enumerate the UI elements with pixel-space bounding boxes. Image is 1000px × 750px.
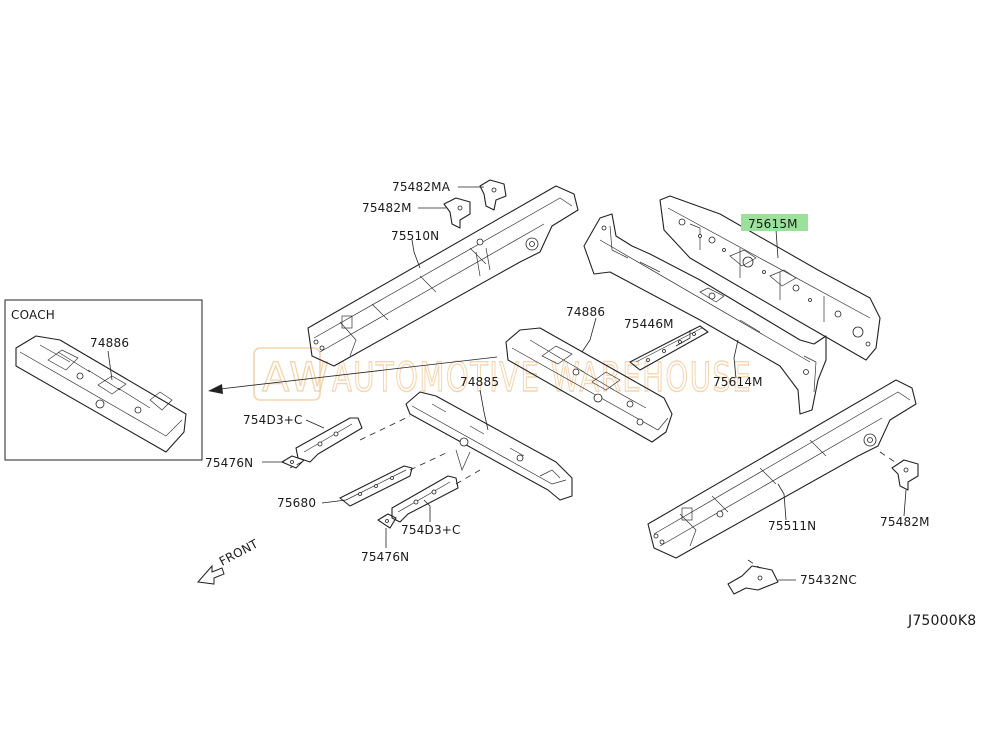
crossmember-75614M: [583, 213, 827, 415]
leader-lines: [262, 186, 907, 581]
label-74885: 74885: [460, 375, 499, 389]
label-75432NC: 75432NC: [800, 573, 857, 587]
label-74886: 74886: [566, 305, 605, 319]
watermark-text: AUTOMOTIVE WAREHOUSE: [332, 355, 752, 401]
bracket-75482M-right: [891, 459, 919, 491]
coach-inset: COACH 74886: [4, 299, 203, 461]
watermark: AW AUTOMOTIVE WAREHOUSE: [253, 347, 752, 402]
bracket-75482MA: [479, 179, 507, 211]
label-75476N-bottom: 75476N: [361, 550, 409, 564]
rear-panel-75615M: [659, 195, 881, 361]
reinforcement-754D3C-top: [295, 417, 363, 463]
label-75476N-left: 75476N: [205, 456, 253, 470]
crossmember-74886: [505, 327, 673, 443]
reinforcement-75680: [339, 465, 413, 507]
label-75482M-right: 75482M: [880, 515, 930, 529]
crossmember-74885: [405, 391, 573, 501]
label-75615M: 75615M: [748, 217, 798, 231]
watermark-logo-box: [253, 347, 321, 401]
front-indicator: FRONT: [197, 536, 261, 585]
inset-part-label: 74886: [90, 336, 129, 350]
bracket-75432NC: [727, 565, 779, 595]
inset-frame: [4, 299, 203, 461]
inset-arrow: [208, 356, 498, 394]
inset-crossmember-74886: [15, 335, 187, 453]
diagram-code: J75000K8: [907, 613, 976, 629]
label-75680: 75680: [277, 496, 316, 510]
bracket-75476N-left: [281, 455, 305, 469]
bracket-75482M-top: [443, 197, 471, 229]
side-member-75511N: [647, 379, 917, 559]
side-member-75510N: [307, 185, 579, 367]
label-754D3C-top: 754D3+C: [243, 413, 303, 427]
front-label: FRONT: [217, 536, 261, 568]
alignment-dashes: [289, 415, 899, 569]
watermark-logo: AW: [262, 355, 331, 401]
label-754D3C-bottom: 754D3+C: [401, 523, 461, 537]
reinforcement-754D3C-bottom: [391, 475, 459, 523]
callout-labels: 75482MA 75482M 75510N 75615M 74886 75446…: [205, 180, 930, 587]
label-75482M-top: 75482M: [362, 201, 412, 215]
front-arrow-icon: [197, 564, 225, 585]
label-75614M: 75614M: [713, 375, 763, 389]
label-75511N: 75511N: [768, 519, 816, 533]
bracket-75476N-bottom: [377, 513, 397, 529]
inset-title: COACH: [11, 308, 55, 322]
highlight-75615M: [741, 214, 808, 231]
label-75510N: 75510N: [391, 229, 439, 243]
inset-leader: [107, 350, 113, 381]
label-75446M: 75446M: [624, 317, 674, 331]
label-75482MA: 75482MA: [392, 180, 451, 194]
